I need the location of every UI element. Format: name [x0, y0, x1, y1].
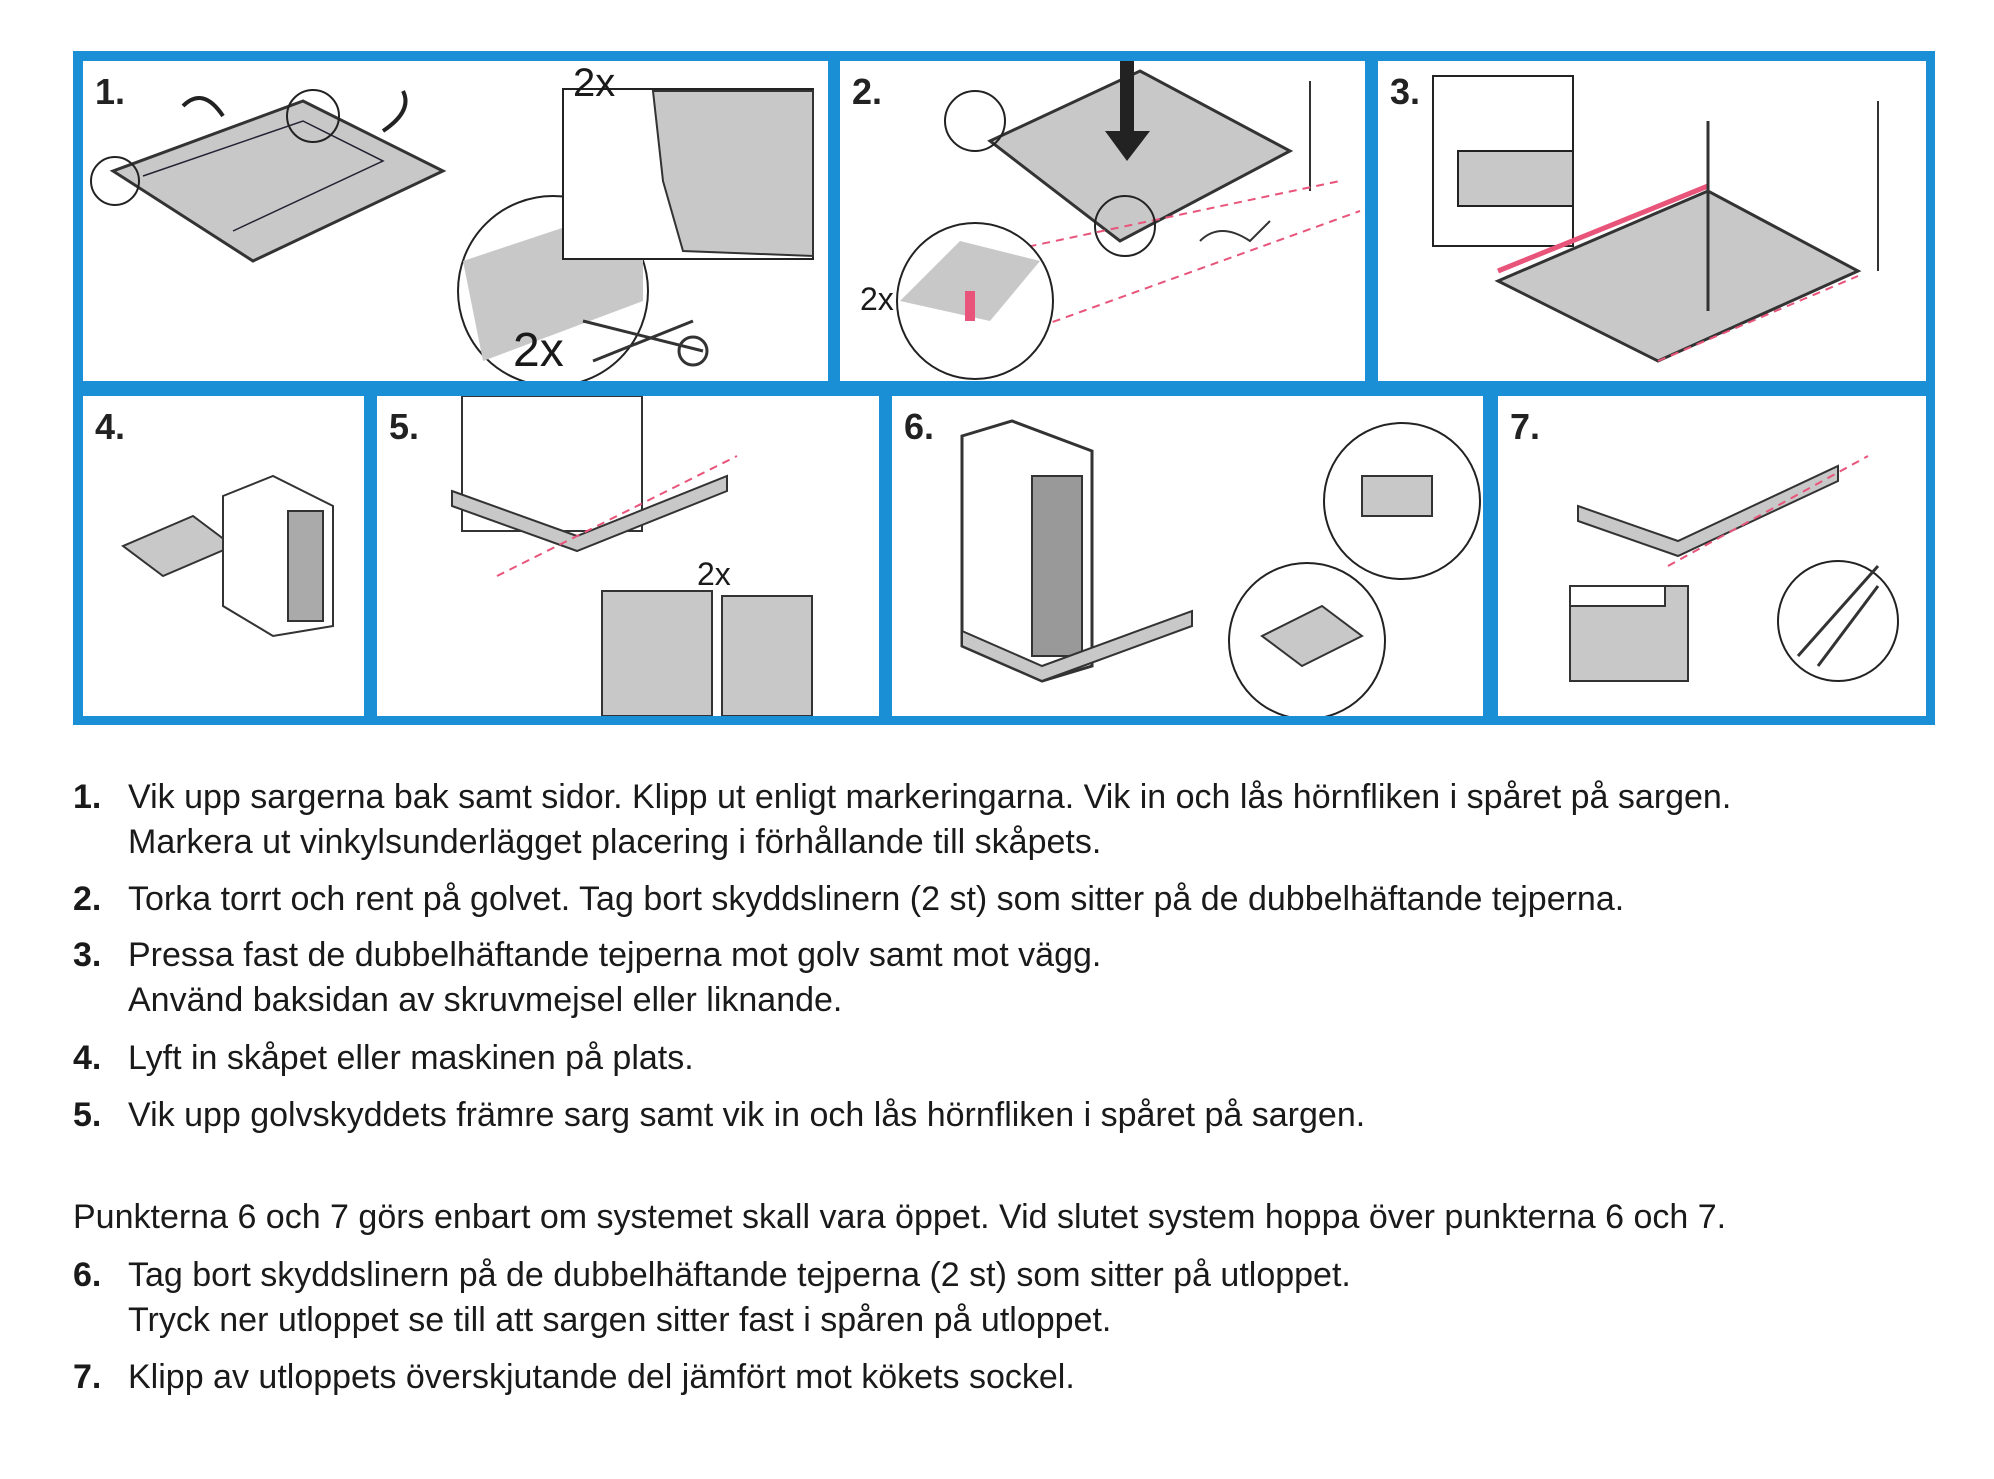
step-text: Tag bort skyddslinern på de dubbelhäftan… [128, 1256, 1351, 1294]
panel-label: 1. [95, 71, 126, 112]
panel-label: 5. [389, 406, 420, 447]
callout-count: 2x [573, 61, 616, 105]
panel-label: 7. [1510, 406, 1541, 447]
step-number: 4. [73, 1039, 102, 1077]
panel-label: 4. [95, 406, 126, 447]
step-number: 1. [73, 778, 102, 816]
panel-step-1: 1. 2x 2x [83, 61, 828, 381]
step-text: Vik upp sargerna bak samt sidor. Klipp u… [128, 778, 1732, 816]
cut-outlet-illustration [1569, 455, 1899, 682]
step-text: Klipp av utloppets överskjutande del jäm… [128, 1358, 1075, 1396]
panel-step-7: 7. [1498, 396, 1926, 716]
note-text: Punkterna 6 och 7 görs enbart om systeme… [73, 1198, 1727, 1236]
step-number: 5. [73, 1096, 102, 1134]
panel-step-4: 4. [83, 396, 364, 716]
panel-step-6: 6. [892, 396, 1483, 716]
tray-fold-illustration [90, 88, 814, 381]
panel-label: 6. [904, 406, 935, 447]
step-number: 7. [73, 1358, 102, 1396]
outlet-install-illustration [960, 419, 1481, 716]
lift-cabinet-illustration [121, 474, 334, 638]
step-text: Lyft in skåpet eller maskinen på plats. [128, 1039, 694, 1077]
step-text: Använd baksidan av skruvmejsel eller lik… [128, 981, 843, 1019]
panel-step-3: 3. [1378, 61, 1926, 381]
step-text: Tryck ner utloppet se till att sargen si… [128, 1301, 1112, 1339]
panel-label: 2. [852, 71, 883, 112]
step-text: Pressa fast de dubbelhäftande tejperna m… [128, 936, 1102, 974]
step-text: Vik upp golvskyddets främre sarg samt vi… [128, 1096, 1366, 1134]
callout-count: 2x [697, 556, 731, 592]
panel-label: 3. [1390, 71, 1421, 112]
callout-count: 2x [860, 281, 894, 317]
step-number: 6. [73, 1256, 102, 1294]
step-text: Torka torrt och rent på golvet. Tag bort… [128, 880, 1625, 918]
panel-step-5: 5. 2x [377, 396, 879, 716]
step-number: 3. [73, 936, 102, 974]
press-tape-illustration [1432, 75, 1879, 363]
panel-step-2: 2. 2x [840, 61, 1365, 381]
step-text: Markera ut vinkylsunderlägget placering … [128, 823, 1102, 861]
fold-front-edge-illustration [451, 396, 813, 716]
callout-count: 2x [513, 324, 564, 377]
floor-prep-illustration [896, 61, 1361, 380]
step-number: 2. [73, 880, 102, 918]
